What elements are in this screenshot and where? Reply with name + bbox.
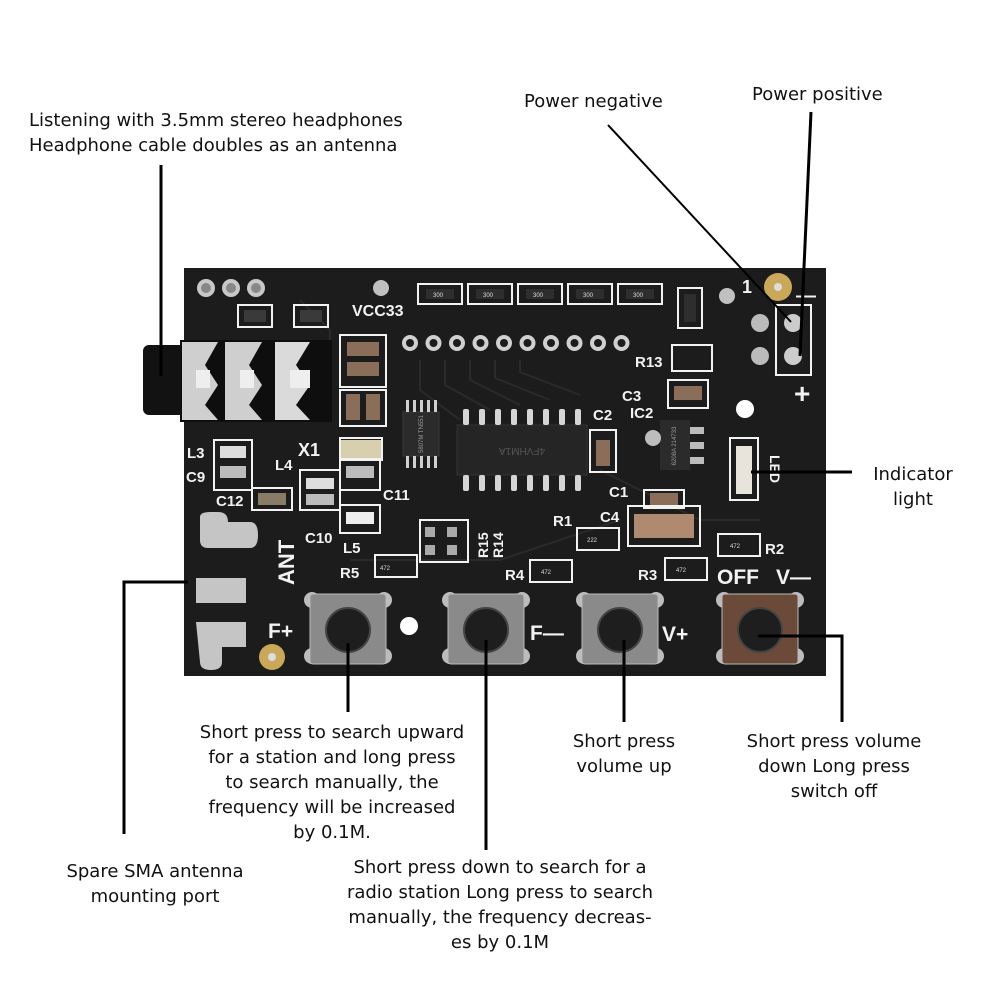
silk-r1: R1 [553,513,572,530]
annotation-power-negative: Power negative [524,91,663,112]
silk-c2: C2 [593,407,612,424]
annotation-f-plus-button: Short press to search upward for a stati… [199,722,465,843]
mounting-hole [400,617,418,635]
silk-r13: R13 [635,354,663,371]
silk-off: OFF [717,566,759,589]
silk-l4: L4 [275,457,293,474]
crystal-x1 [339,437,383,461]
svg-text:5807M TN551: 5807M TN551 [419,414,425,453]
silk-ant: ANT [274,539,299,585]
silk-c3: C3 [622,388,641,405]
silk-c9: C9 [186,469,205,486]
silk-r14: R14 [490,532,506,558]
r5-code: 472 [380,566,391,572]
top-row-resistor: 300 [567,283,613,305]
silk-r2: R2 [765,541,784,558]
silk-v-minus: V— [776,566,811,589]
smd-outlines [213,304,761,583]
silk-r15: R15 [475,532,491,558]
callout-line-v-minus [758,634,844,722]
sma-pad-2 [196,622,246,670]
v-plus-button[interactable] [576,592,664,665]
silk-x1: X1 [298,440,320,460]
callout-line-power-negative [607,124,792,323]
svg-text:300: 300 [633,293,644,299]
msop-ic: 5807M TN551 [402,400,440,468]
annotation-power-positive: Power positive [752,84,883,105]
header-pin-row [402,335,630,351]
svg-text:4FVHM1A: 4FVHM1A [499,445,545,456]
top-resistor-row: 300 300 300 300 300 [417,283,703,329]
r4-code: 472 [541,570,552,576]
svg-text:300: 300 [583,293,594,299]
annotation-sma-port: Spare SMA antenna mounting port [66,861,244,907]
silk-vcc33: VCC33 [352,303,404,320]
smd-bodies [220,310,752,538]
sma-pad-1 [196,578,246,603]
r14-r15-pads [425,527,457,555]
r3-code: 472 [676,568,687,574]
silk-v-plus: V+ [662,623,688,646]
regulator-ic2: 6208A 214733 [645,420,704,470]
annotation-headphones: Listening with 3.5mm stereo headphones H… [29,110,403,156]
svg-text:300: 300 [433,293,444,299]
silk-c1: C1 [609,484,628,501]
callout-lines [122,111,852,850]
power-header [751,273,812,376]
silk-r4: R4 [505,567,525,584]
silk-f-minus: F— [530,622,564,645]
annotation-v-plus-button: Short press volume up [572,731,676,777]
annotation-f-minus-button: Short press down to search for a radio s… [346,857,654,953]
antenna-pads [196,512,285,670]
silk-c10: C10 [305,530,333,547]
top-row-resistor: 300 [617,283,663,305]
silk-r3: R3 [638,567,657,584]
annotation-indicator-light: Indicator light [873,464,953,510]
mounting-hole [736,400,754,418]
silk-c11: C11 [383,487,410,504]
callout-line-power-positive [798,111,813,357]
svg-text:300: 300 [483,293,494,299]
ant-pad-top [200,512,258,548]
silk-f-plus: F+ [268,620,293,643]
silk-led: LED [767,455,783,483]
silk-c12: C12 [216,493,244,510]
button-cap[interactable] [737,607,783,653]
annotation-v-minus-button: Short press volume down Long press switc… [746,731,922,802]
via-pad [373,280,389,296]
svg-text:300: 300 [533,293,544,299]
v-minus-button[interactable] [716,592,804,665]
silk-plus: + [794,378,810,409]
top-row-resistor: 300 [417,283,463,305]
headphone-jack-barrel [143,345,188,415]
silk-pin1: 1 [742,277,752,297]
headphone-jack [180,340,332,422]
r2-code: 472 [730,544,741,550]
callout-line-sma [122,580,188,834]
silk-r5: R5 [340,565,359,582]
top-row-resistor-vertical [677,287,703,329]
button-cap[interactable] [597,607,643,653]
silk-l5: L5 [343,540,361,557]
silk-minus: — [796,285,816,307]
via-pad [719,288,735,304]
f-minus-button[interactable] [442,592,530,665]
silk-c4: C4 [600,509,620,526]
silk-ic2: IC2 [630,405,653,422]
top-row-resistor: 300 [467,283,513,305]
top-row-resistor: 300 [517,283,563,305]
top-left-pads [197,279,265,297]
silk-l3: L3 [187,445,205,462]
main-ic: 4FVHM1A [456,409,588,491]
svg-text:6208A 214733: 6208A 214733 [672,426,678,465]
r1-code: 222 [587,538,598,544]
